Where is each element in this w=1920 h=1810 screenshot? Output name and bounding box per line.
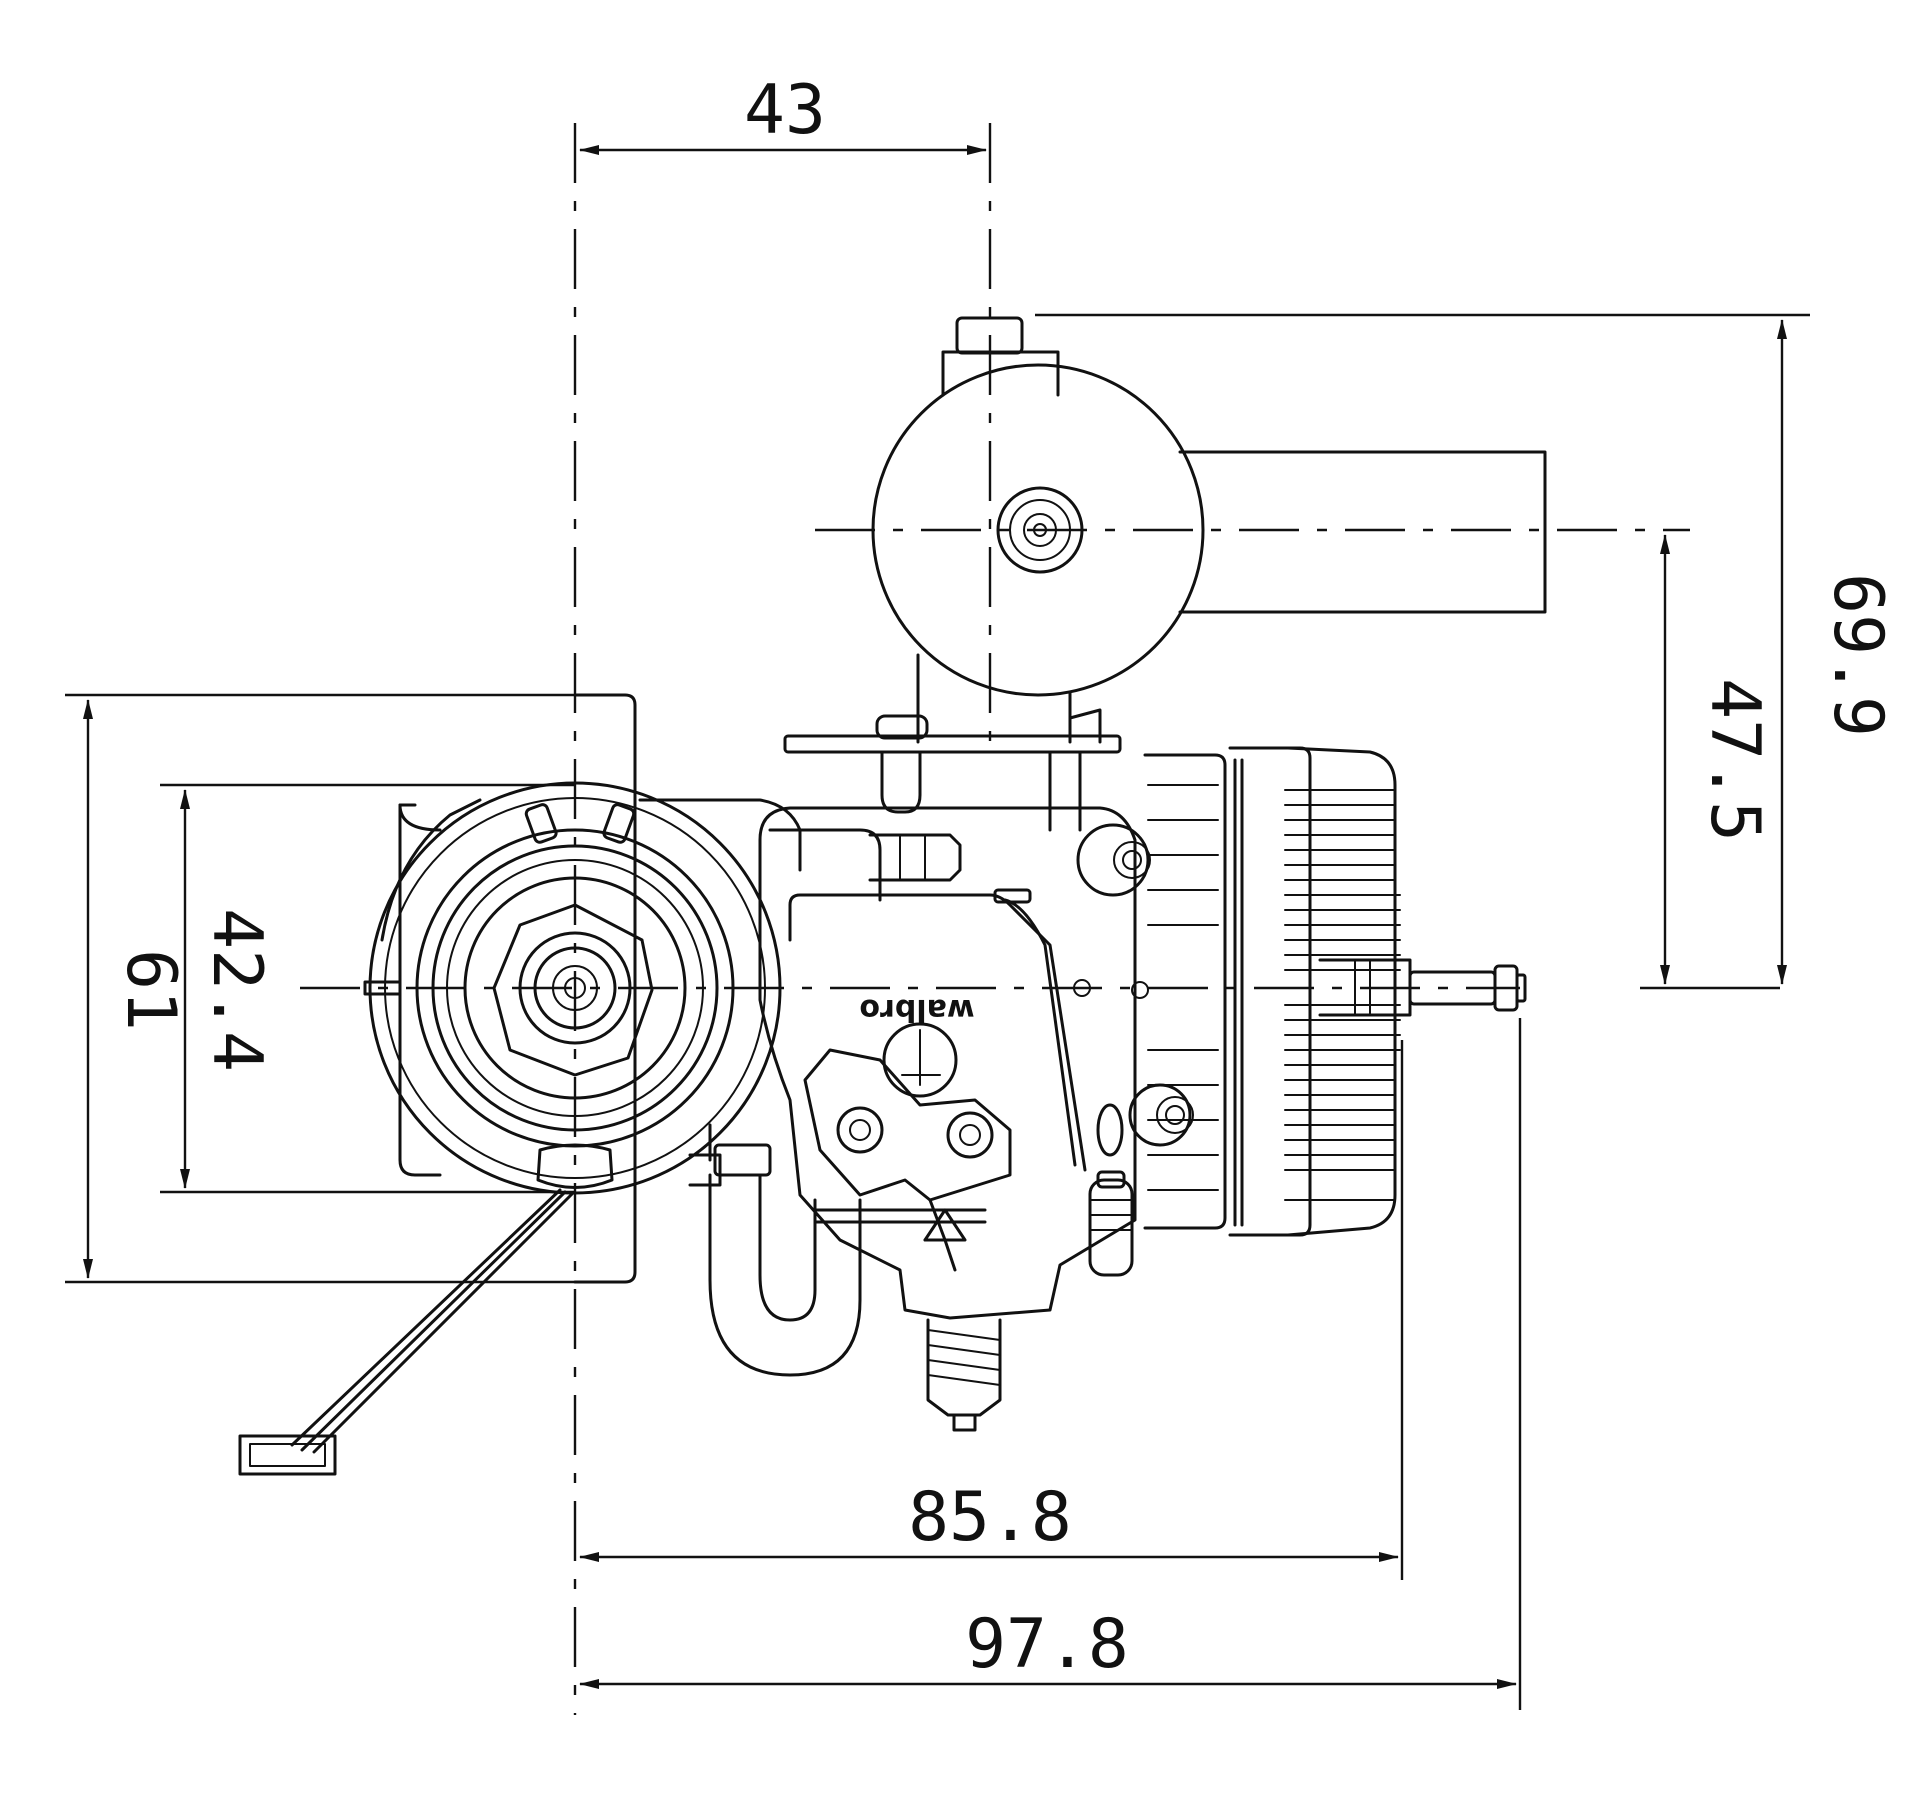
center-lines — [300, 123, 1690, 1715]
dim-label-top-width: 43 — [744, 71, 826, 150]
dim-label-overall-length: 97.8 — [965, 1605, 1129, 1684]
dim-label-shaft-height: 47.5 — [1695, 678, 1774, 842]
fuel-nipple-top — [768, 828, 962, 902]
intake-elbow — [708, 1143, 862, 1377]
dimension-lines — [83, 145, 1787, 1689]
dim-label-left-outer: 61 — [111, 949, 190, 1031]
carburetor: walbro — [758, 806, 1194, 1432]
cylinder-head — [1143, 746, 1412, 1237]
muffler — [783, 316, 1547, 832]
dimension-labels: 43 69.9 47.5 61 42.4 85.8 97.8 — [111, 71, 1897, 1684]
dim-label-left-inner: 42.4 — [197, 908, 276, 1072]
cooling-fins — [1284, 804, 1401, 1171]
spark-plug — [1408, 964, 1527, 1012]
dim-label-total-height: 69.9 — [1818, 573, 1897, 737]
extension-lines — [65, 313, 1810, 1710]
dim-label-body-length: 85.8 — [908, 1478, 1072, 1557]
mount-bushings — [1073, 823, 1194, 1157]
carburetor-logo: walbro — [859, 992, 974, 1027]
ignition-lead — [238, 1188, 574, 1476]
choke-knob — [1088, 1170, 1134, 1277]
idle-screw — [926, 1318, 1002, 1432]
flywheel-assembly — [363, 781, 782, 1195]
